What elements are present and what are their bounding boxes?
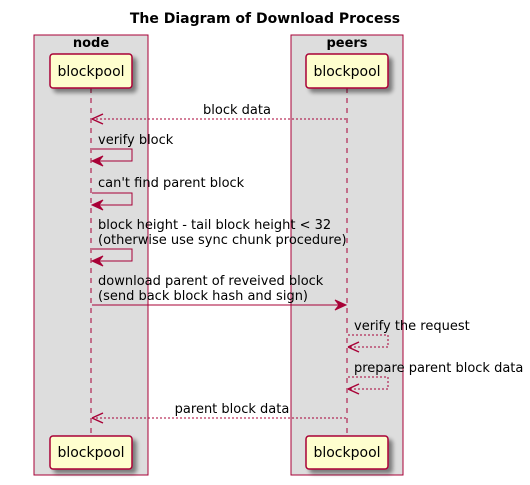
- message-label-line-2: (send back block hash and sign): [98, 289, 308, 304]
- messages: block data verify block can't find paren…: [90, 103, 523, 424]
- node-box-title: node: [73, 36, 109, 51]
- diagram-title: The Diagram of Download Process: [130, 11, 400, 27]
- peers-box-title: peers: [326, 36, 367, 51]
- message-label-line-1: download parent of reveived block: [98, 274, 324, 289]
- peer-blockpool-top-label: blockpool: [313, 64, 380, 80]
- message-verify-request: verify the request: [347, 319, 470, 353]
- message-label: can't find parent block: [98, 176, 245, 191]
- message-verify-block: verify block: [90, 133, 174, 167]
- message-block-height-check: block height - tail block height < 32 (o…: [90, 218, 347, 267]
- message-label: verify the request: [354, 319, 470, 334]
- message-cant-find-parent: can't find parent block: [90, 176, 245, 211]
- node-blockpool-bottom: blockpool: [49, 435, 133, 470]
- peer-blockpool-bottom-label: blockpool: [313, 445, 380, 461]
- message-parent-block-data: parent block data: [91, 402, 346, 424]
- lifelines: [90, 88, 348, 436]
- message-label: verify block: [98, 133, 174, 148]
- message-block-data: block data: [91, 103, 346, 125]
- message-label: block data: [203, 103, 271, 118]
- node-blockpool-top-label: blockpool: [57, 64, 124, 80]
- message-label-line-1: block height - tail block height < 32: [98, 218, 331, 233]
- message-download-parent: download parent of reveived block (send …: [92, 274, 348, 311]
- message-prepare-parent: prepare parent block data: [347, 361, 523, 395]
- message-label: parent block data: [175, 402, 290, 417]
- peer-blockpool-bottom: blockpool: [305, 435, 389, 470]
- participants: blockpool blockpool blockpool blockpool: [49, 53, 389, 470]
- message-label-line-2: (otherwise use sync chunk procedure): [98, 233, 347, 248]
- node-blockpool-top: blockpool: [49, 53, 133, 89]
- message-label: prepare parent block data: [354, 361, 523, 376]
- peer-blockpool-top: blockpool: [305, 53, 389, 89]
- node-blockpool-bottom-label: blockpool: [57, 445, 124, 461]
